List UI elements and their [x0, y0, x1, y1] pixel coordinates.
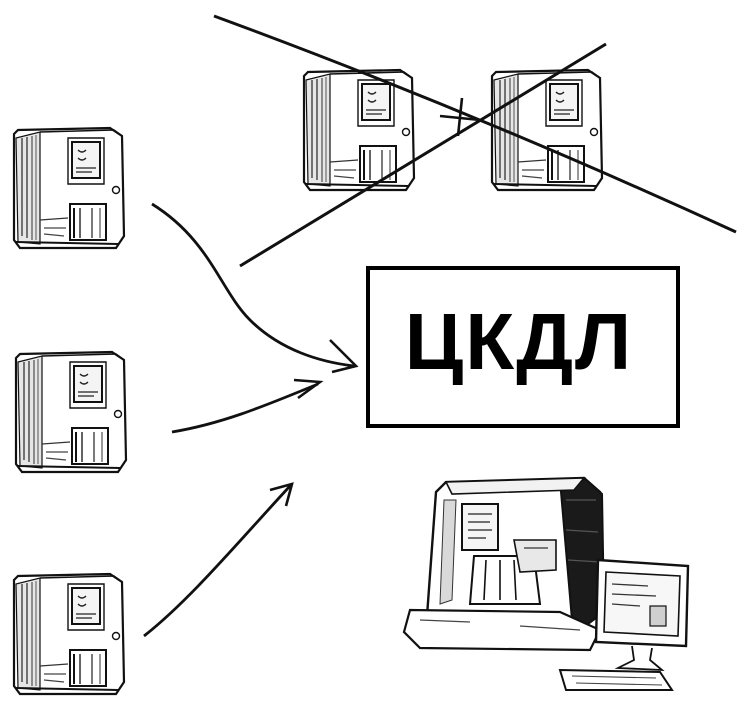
cross-out-line-1: [213, 14, 737, 234]
analyzer-left-2-icon: [14, 350, 128, 474]
arrow-3: [143, 485, 292, 638]
arrow-1: [151, 202, 355, 368]
arrow-3-head: [269, 482, 294, 507]
plus-sign: [439, 97, 481, 137]
analyzer-left-3-icon: [12, 572, 126, 696]
arrow-1-head: [329, 339, 359, 374]
analyzer-left-1-icon: [12, 126, 126, 250]
arrow-2-head: [293, 378, 324, 400]
ckdl-label: ЦКДЛ: [404, 297, 634, 386]
arrow-2: [171, 382, 319, 434]
analyzer-top-2-icon: [490, 68, 604, 192]
cross-out-line-2: [239, 42, 607, 268]
lab-workstation-icon: [402, 476, 690, 691]
ckdl-box: ЦКДЛ: [366, 266, 680, 428]
